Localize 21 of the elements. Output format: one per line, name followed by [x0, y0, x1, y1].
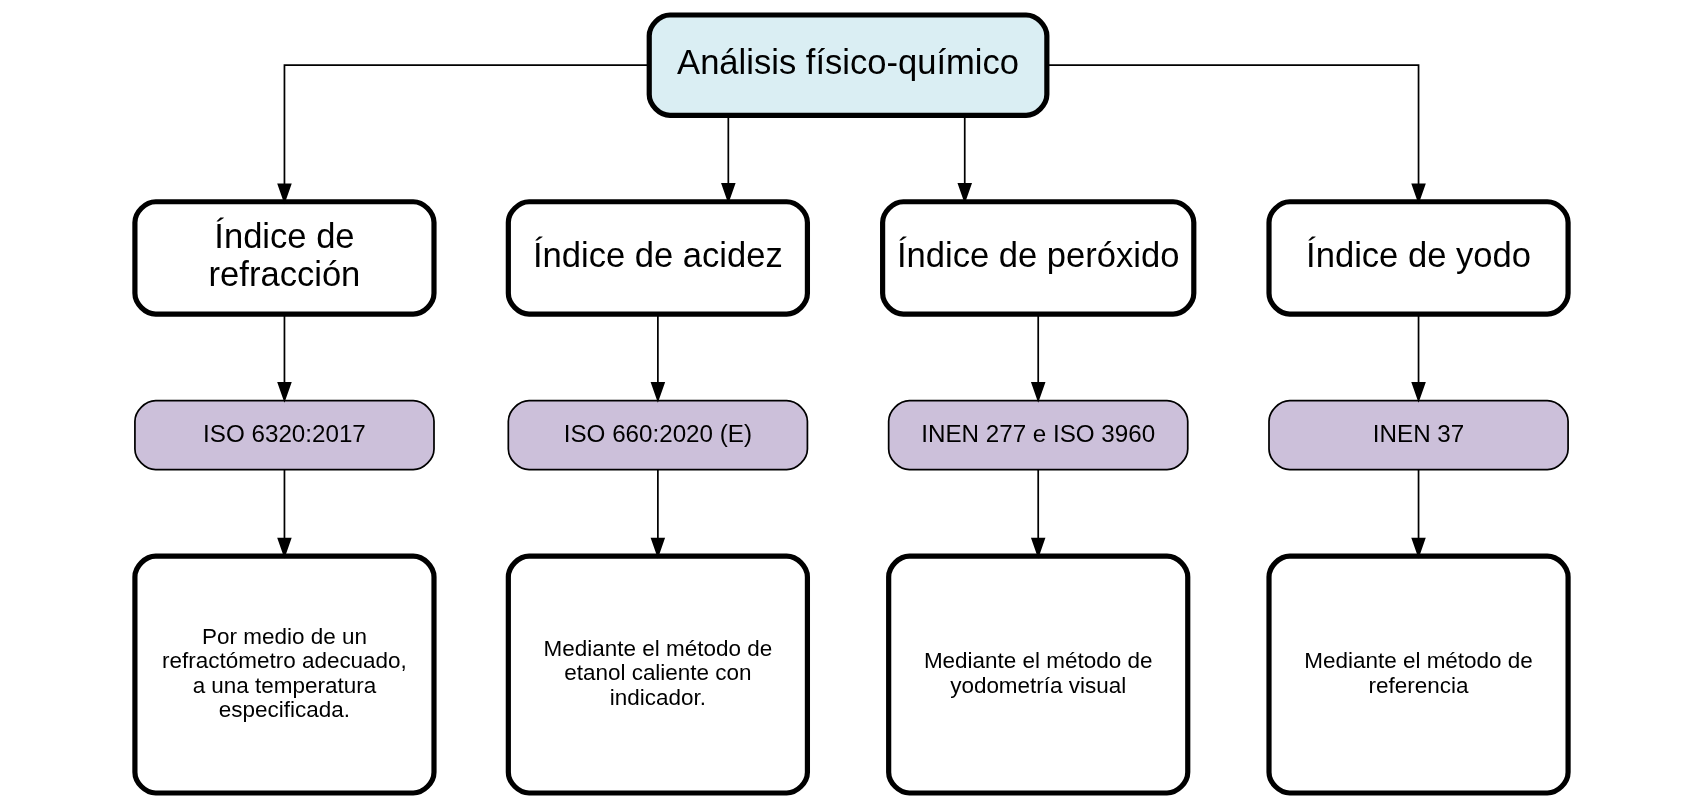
arrow	[277, 313, 292, 403]
node-box: ISO 660:2020 (E)	[507, 399, 809, 471]
arrow	[1411, 469, 1426, 559]
arrow	[1030, 313, 1046, 403]
arrow	[277, 469, 292, 559]
node-box: Mediante el método de referencia	[1266, 553, 1571, 796]
node-box: Mediante el método de yodometría visual	[886, 553, 1191, 796]
node-box: Análisis físico-químico	[646, 12, 1050, 118]
node-box: INEN 277 e ISO 3960	[887, 399, 1189, 471]
node-box: Índice de peróxido	[880, 199, 1197, 317]
node-box: Índice de acidez	[505, 199, 810, 317]
arrow	[650, 469, 666, 559]
node-box: ISO 6320:2017	[134, 399, 435, 471]
arrow	[1030, 469, 1046, 559]
node-box: Por medio de un refractómetro adecuado, a una temperatura especificada.	[132, 553, 437, 796]
node-box: Mediante el método de etanol caliente con indicador.	[505, 553, 810, 796]
arrow	[1411, 313, 1426, 403]
arrow	[650, 313, 666, 403]
node-box: INEN 37	[1268, 399, 1569, 471]
node-box: Índice de refracción	[132, 199, 437, 317]
node-box: Índice de yodo	[1266, 199, 1571, 317]
